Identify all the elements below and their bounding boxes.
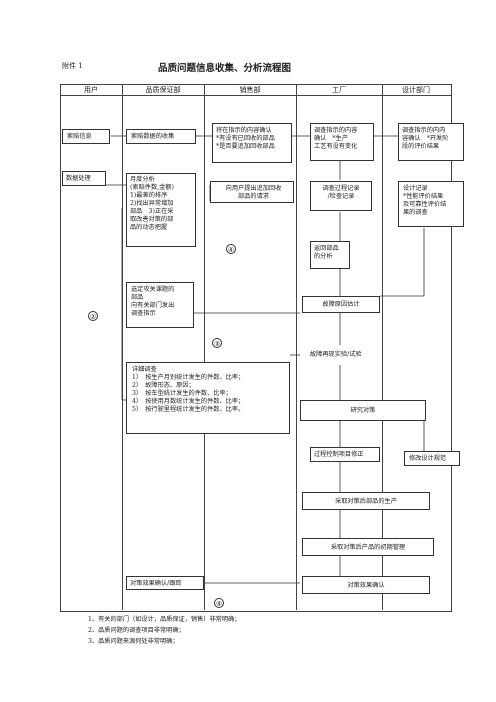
marker-4-upper: ④ [226, 244, 236, 254]
box-revise-design-spec: 修改设计规范 [404, 451, 460, 466]
box-sales-confirm: 将在指示的内容确认 *有没有已回收的部品 *是否要追加回收部品 [212, 123, 292, 163]
page-title: 品质问题信息收集、分析流程图 [158, 63, 292, 74]
column-header-design: 设计部门 [402, 86, 430, 94]
col-divider-2 [204, 84, 205, 610]
column-header-factory: 工厂 [332, 86, 346, 94]
box-initial-management: 采取对策后产品的初期管理 [302, 538, 434, 556]
box-claim-data-collection: 索赔数据的收集 [126, 129, 196, 144]
box-select-topic-parts: 选定攻关课题的 部品 向有关部门发出 调查指示 [126, 282, 194, 328]
box-process-records: 调查过程记录 /检查记录 [310, 181, 372, 211]
flowchart-frame [60, 84, 452, 612]
box-returned-parts-analysis: 返回部品 的分析 [310, 241, 350, 269]
col-divider-3 [296, 84, 297, 610]
box-data-processing: 数据处理 [62, 171, 106, 186]
box-failure-cause-estimate: 故障原因估计 [302, 296, 380, 313]
header-row-divider [60, 95, 451, 96]
column-header-qa: 品质保证部 [145, 86, 181, 94]
note-3: 3、品质问题来源何处非常明确； [88, 638, 179, 645]
text-failure-reproduction: 故障再现实验/试验 [310, 351, 362, 358]
marker-3: ③ [212, 338, 222, 348]
col-divider-1 [122, 84, 123, 610]
box-qa-effect-confirm: 对策效果确认/跟踪 [126, 576, 204, 590]
column-header-sales: 销售部 [239, 86, 261, 94]
attachment-label: 附件 1 [62, 62, 83, 70]
box-effect-confirm: 对策效果确认 [302, 576, 430, 594]
box-process-control-revision: 过程控制项目修正 [310, 447, 380, 462]
column-header-user: 用户 [84, 86, 98, 94]
marker-4-lower: ④ [214, 598, 224, 608]
marker-2: ② [88, 311, 98, 321]
box-sales-request: 向用户提出追加回收 部品的请求 [210, 181, 294, 203]
note-1: 1、有关的部门（如设计，品质保证，销售）非常明确； [88, 616, 241, 623]
box-study-countermeasures: 研究对策 [300, 400, 426, 421]
col-divider-4 [382, 84, 383, 610]
box-monthly-analysis: 月度分析 (索赔件数,金额) 1)最差的排序 2)找出异常增加 部品 3)正在采… [126, 173, 196, 247]
box-claim-info: 索赔信息 [62, 129, 110, 144]
box-design-confirm: 调查指示的内内 容确认 *开发阶 段的评价结果 [398, 123, 464, 161]
box-detailed-investigation: 详细调查 1） 按生产月别统计发生的件数、比率； 2） 故障形态、原因； 3） … [126, 362, 290, 434]
box-post-countermeasure-production: 采取对策后部品的生产 [302, 492, 430, 510]
box-factory-confirm: 调查指示的内容 确认 *生产 工艺有没有变化 [310, 123, 374, 161]
note-2: 2、品质问题的调查项目非常明确； [88, 627, 185, 634]
box-design-records: 设计记录 *性能评价结果 及可靠性评价结 果的调查 [398, 181, 464, 227]
